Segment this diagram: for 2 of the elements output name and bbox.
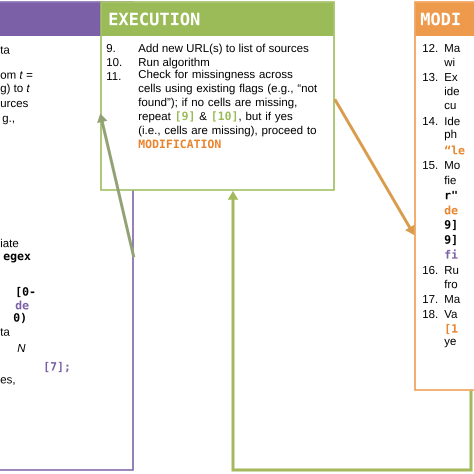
process-box: MODI 12. Ma wi 13. Ex ide cu 14. Ide ph “le 15. Mo fie r" de 9] 9] fi 16. Ru fro 17. Ma 18. Va [1 ye xyxy=(414,1,474,391)
process-box: EXECUTION 9. Add new URL(s) to list of sources 10. Run algorithm 11. Check for missingness across cells using existing flags (e.g., “not found”); if no cells are missing, repeat [9] & [10] , but if yes (i.e., cells are missing), proceed to MODIFICATION xyxy=(100,1,335,191)
